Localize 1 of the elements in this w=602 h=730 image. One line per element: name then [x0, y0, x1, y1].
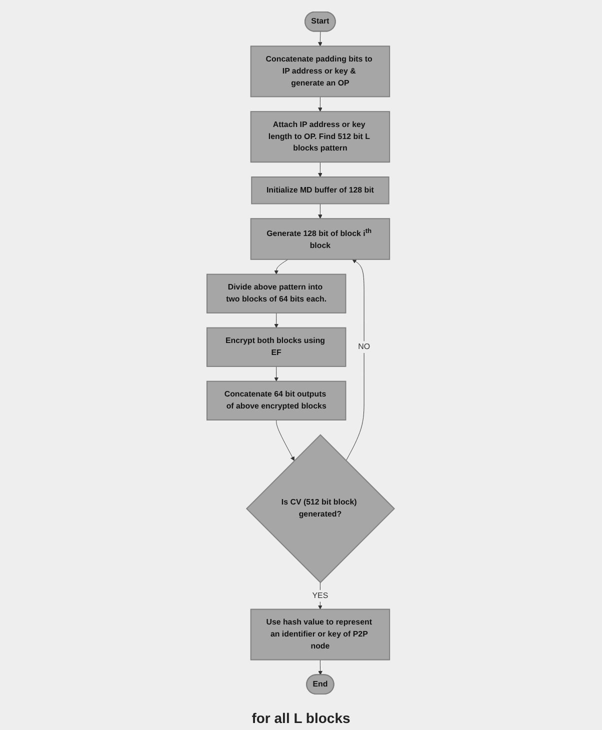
loop-note: for all L blocks — [252, 710, 350, 726]
